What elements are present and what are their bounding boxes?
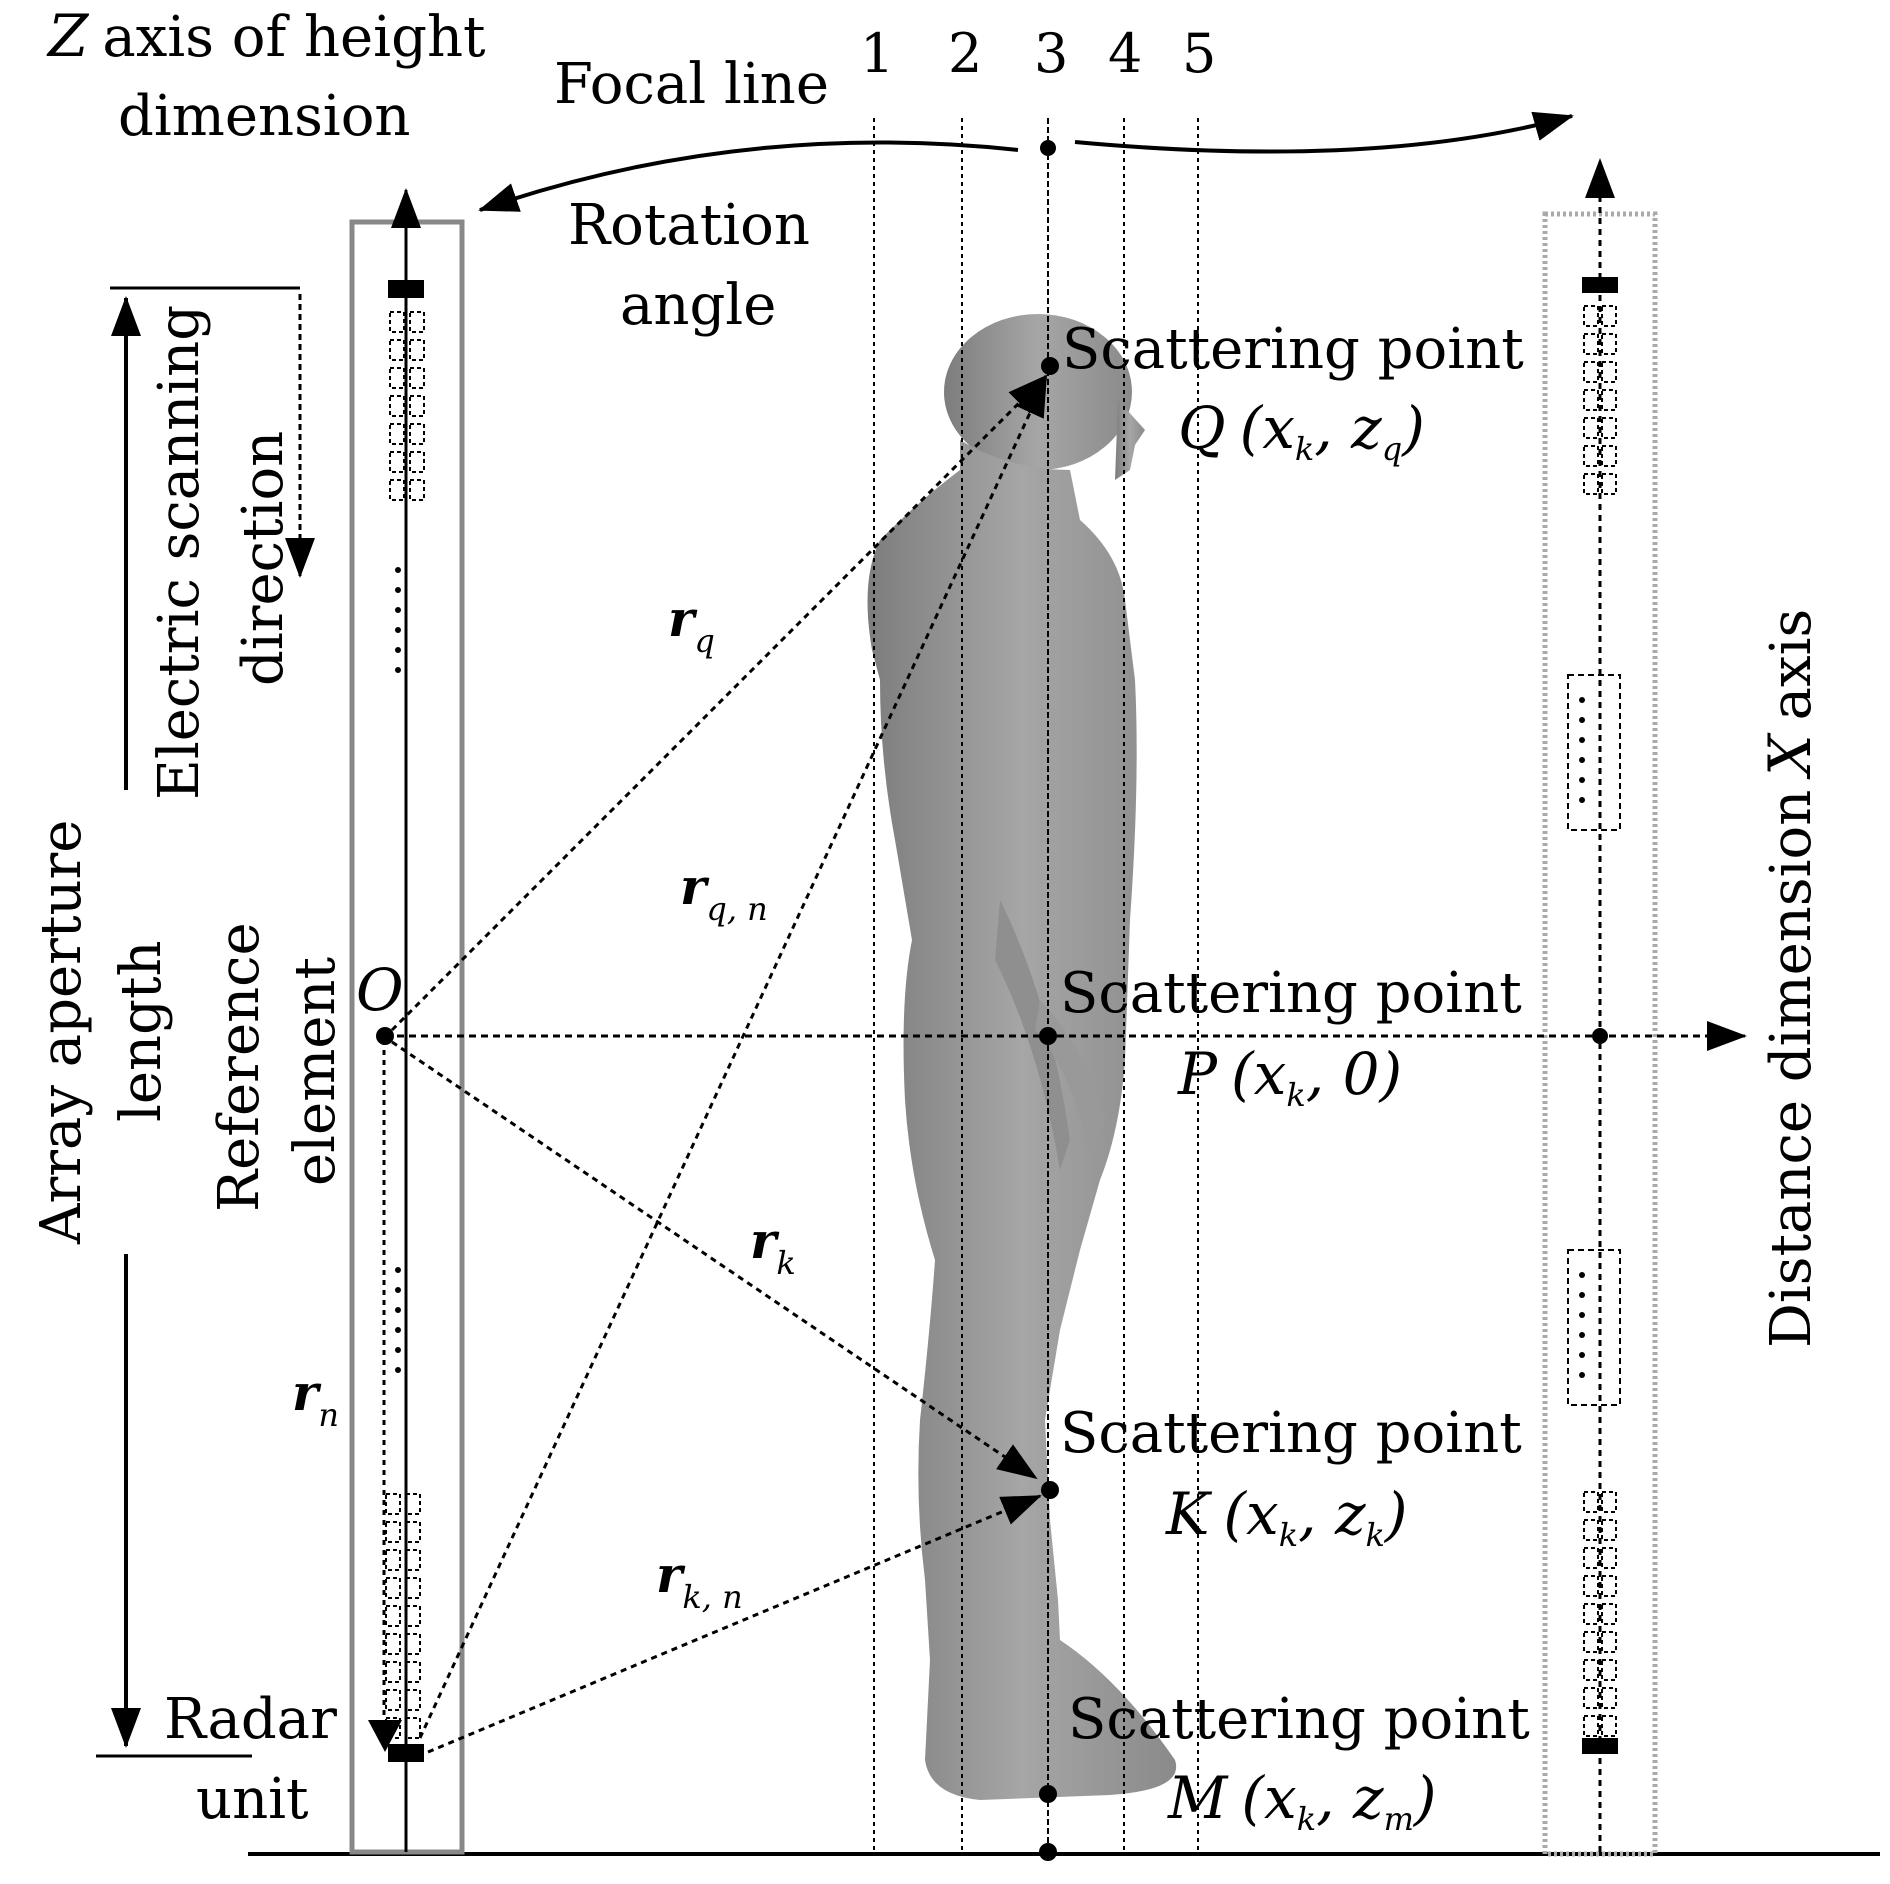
focal-line-number-5: 5 [1182, 22, 1216, 85]
right-bottom-unit [1582, 1738, 1618, 1754]
vector-rkn-line [427, 1494, 1042, 1754]
z-axis-label-line2: dimension [118, 84, 411, 149]
reference-element-label-line2: element [283, 957, 348, 1187]
top-radar-unit [388, 280, 424, 298]
rotation-center-dot [1040, 140, 1056, 156]
vector-rq-line [390, 374, 1048, 1032]
right-top-unit [1582, 277, 1618, 293]
left-array-dots-bottom [395, 1267, 401, 1373]
right-lower-dots-box [1567, 1249, 1621, 1406]
vector-rk-label: rk [750, 1211, 796, 1282]
left-array-dots-top [395, 567, 401, 673]
distance-axis-label: Distance dimensionXaxis [1756, 609, 1824, 1348]
scattering-point-m-coords: M(xk, zm) [1167, 1764, 1437, 1838]
origin-dot [376, 1027, 394, 1045]
scattering-point-q-coords: Q(xk, zq) [1178, 394, 1425, 468]
vector-rq-label: rq [668, 589, 715, 660]
focal-line-number-1: 1 [860, 22, 894, 85]
focal-line-label: Focal line [554, 52, 829, 117]
rotation-arc-right [1074, 111, 1574, 154]
left-array-elements-top [389, 311, 425, 501]
focal-line-number-3: 3 [1034, 22, 1068, 85]
radar-unit-label-line1: Radar [164, 1687, 337, 1752]
right-lower-dots [1579, 1272, 1585, 1378]
focal-line-number-2: 2 [948, 22, 982, 85]
point-k-dot [1041, 1481, 1059, 1499]
rotation-arc-left [478, 140, 1019, 212]
right-upper-dots-box [1567, 674, 1621, 831]
left-array-elements-bottom [385, 1493, 421, 1739]
point-p-dot [1039, 1027, 1057, 1045]
scattering-point-k-coords: K(xk, zk) [1165, 1480, 1408, 1554]
rotation-label-line1: Rotation [568, 193, 810, 258]
ground-dot [1039, 1843, 1057, 1861]
vector-rn-label: rn [292, 1363, 339, 1434]
right-axis-dot [1592, 1028, 1608, 1044]
rotation-label-line2: angle [620, 273, 776, 338]
scattering-point-p-title: Scattering point [1060, 961, 1522, 1026]
human-body-silhouette [867, 314, 1177, 1800]
reference-element-label-line1: Reference [207, 922, 272, 1212]
point-q-dot [1041, 357, 1059, 375]
scattering-point-m-title: Scattering point [1068, 1687, 1530, 1752]
bottom-radar-unit [388, 1744, 424, 1762]
electric-scanning-label-line2: direction [231, 431, 296, 686]
right-upper-dots [1579, 697, 1585, 803]
point-m-dot [1039, 1785, 1057, 1803]
focal-lines [873, 118, 1199, 1852]
scattering-point-q-title: Scattering point [1062, 317, 1524, 382]
vector-rkn-label: rk, n [656, 1545, 743, 1616]
scattering-point-p-coords: P(xk, 0) [1177, 1040, 1402, 1114]
radar-unit-label-line2: unit [196, 1767, 309, 1832]
left-down-arrowhead [368, 1720, 402, 1752]
right-array-elements-top [1583, 305, 1617, 495]
right-array-elements-bottom [1583, 1491, 1617, 1737]
array-aperture-label-line1: Array aperture [29, 820, 94, 1245]
vector-rqn-label: rq, n [680, 857, 768, 928]
vector-rqn-line [418, 376, 1048, 1739]
array-aperture-label-line2: length [109, 940, 174, 1122]
scattering-point-k-title: Scattering point [1060, 1401, 1522, 1466]
vector-rk-line [391, 1040, 1038, 1480]
electric-scanning-label-line1: Electric scanning [147, 305, 212, 800]
right-array-panel [1542, 211, 1658, 1857]
focal-line-number-4: 4 [1108, 22, 1142, 85]
origin-label: O [356, 956, 404, 1024]
